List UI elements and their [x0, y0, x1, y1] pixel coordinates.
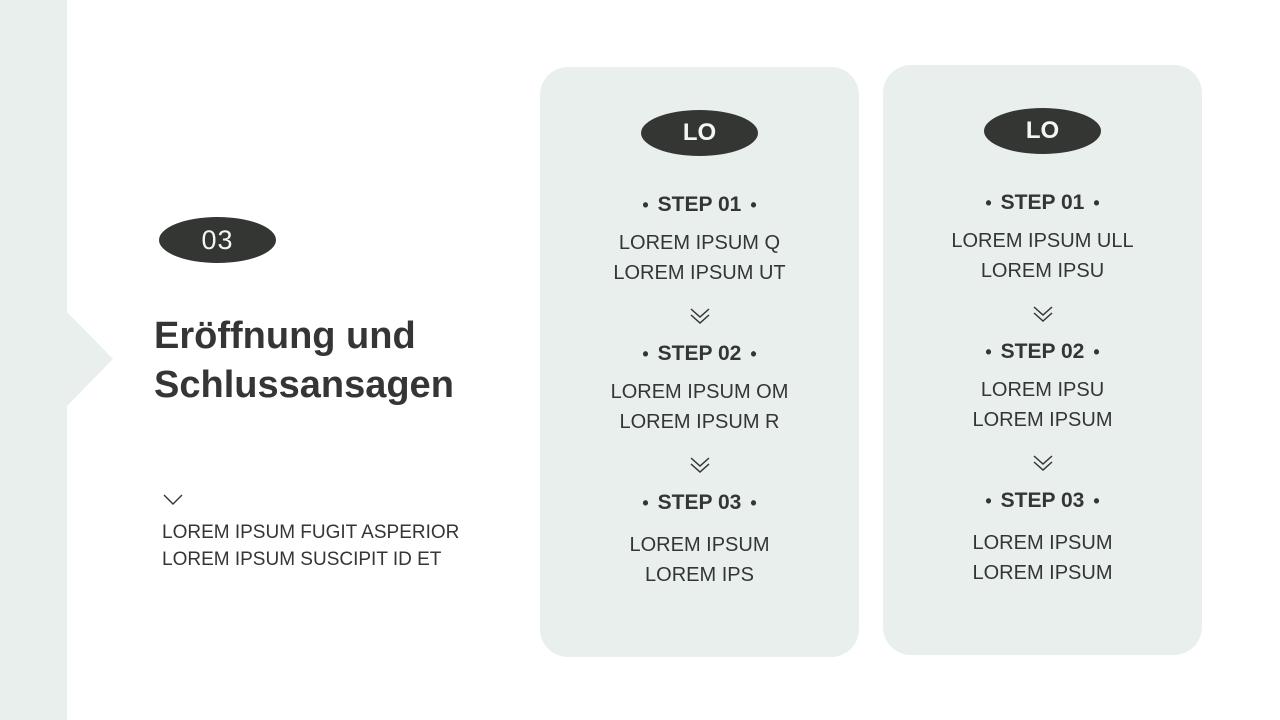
step-title: • STEP 01 •: [642, 191, 756, 219]
step-label: STEP 02: [1000, 340, 1085, 363]
title-line-2: Schlussansagen: [154, 364, 454, 406]
double-chevron-down-icon: [1033, 455, 1052, 472]
step-body-line: LOREM IPSU: [980, 379, 1105, 401]
bullet-icon: •: [1093, 341, 1100, 362]
step-title: • STEP 03 •: [642, 489, 756, 517]
step-body-line: LOREM IPSUM Q: [618, 232, 781, 254]
side-arrow-shape: [67, 312, 113, 406]
step-body-line: LOREM IPSU: [980, 260, 1105, 282]
step-body-line: LOREM IPSUM OM: [610, 381, 789, 403]
card-badge: LO: [984, 108, 1101, 154]
step-body: LOREM IPSUM LOREM IPSUM: [972, 528, 1112, 588]
description-line-1: LOREM IPSUM FUGIT ASPERIOR: [162, 522, 460, 543]
step-title: • STEP 02 •: [642, 340, 756, 368]
double-chevron-down-icon: [1033, 306, 1052, 323]
step-label: STEP 03: [657, 491, 742, 514]
step-body-line: LOREM IPS: [645, 564, 754, 586]
step-body: LOREM IPSUM Q LOREM IPSUM UT: [613, 228, 785, 288]
bullet-icon: •: [985, 192, 992, 213]
step-body: LOREM IPSUM ULL LOREM IPSU: [951, 226, 1133, 286]
bullet-icon: •: [1093, 490, 1100, 511]
page-title: Eröffnung und Schlussansagen: [154, 312, 514, 410]
card-badge-label: LO: [682, 119, 717, 146]
side-decor-strip: [0, 0, 67, 720]
double-chevron-down-icon: [690, 308, 709, 325]
steps-card-2: LO • STEP 01 • LOREM IPSUM ULL LOREM IPS…: [883, 65, 1202, 655]
card-badge-label: LO: [1025, 117, 1060, 144]
bullet-icon: •: [750, 343, 757, 364]
step-label: STEP 01: [1000, 191, 1085, 214]
step-label: STEP 02: [657, 342, 742, 365]
title-line-1: Eröffnung und: [154, 315, 416, 357]
bullet-icon: •: [642, 343, 649, 364]
bullet-icon: •: [750, 194, 757, 215]
step-body-line: LOREM IPSUM: [972, 409, 1113, 431]
step-label: STEP 01: [657, 193, 742, 216]
step-body: LOREM IPSU LOREM IPSUM: [972, 375, 1112, 435]
step-body: LOREM IPSUM LOREM IPS: [629, 530, 769, 590]
section-number: 03: [201, 224, 234, 255]
steps-card-1: LO • STEP 01 • LOREM IPSUM Q LOREM IPSUM…: [540, 67, 859, 657]
double-chevron-down-icon: [690, 457, 709, 474]
card-badge: LO: [641, 110, 758, 156]
step-body-line: LOREM IPSUM: [629, 534, 770, 556]
step-body-line: LOREM IPSUM R: [619, 411, 780, 433]
step-title: • STEP 03 •: [985, 487, 1099, 515]
bullet-icon: •: [750, 492, 757, 513]
description-line-2: LOREM IPSUM SUSCIPIT ID ET: [162, 549, 442, 570]
step-body-line: LOREM IPSUM: [972, 562, 1113, 584]
step-label: STEP 03: [1000, 489, 1085, 512]
step-title: • STEP 02 •: [985, 338, 1099, 366]
bullet-icon: •: [642, 492, 649, 513]
chevron-down-icon: [163, 494, 183, 505]
bullet-icon: •: [985, 490, 992, 511]
description: LOREM IPSUM FUGIT ASPERIOR LOREM IPSUM S…: [162, 519, 502, 573]
section-number-badge: 03: [159, 217, 276, 263]
step-body-line: LOREM IPSUM ULL: [951, 230, 1134, 252]
step-body-line: LOREM IPSUM: [972, 532, 1113, 554]
bullet-icon: •: [1093, 192, 1100, 213]
bullet-icon: •: [985, 341, 992, 362]
step-body-line: LOREM IPSUM UT: [613, 262, 786, 284]
bullet-icon: •: [642, 194, 649, 215]
step-body: LOREM IPSUM OM LOREM IPSUM R: [611, 377, 789, 437]
step-title: • STEP 01 •: [985, 189, 1099, 217]
